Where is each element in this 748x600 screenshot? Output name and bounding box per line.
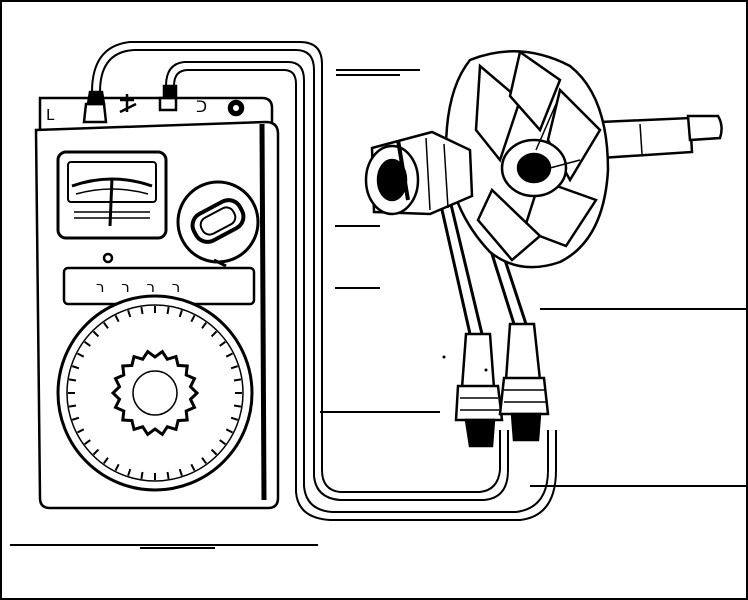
dial-tick [190, 315, 196, 323]
multimeter [34, 84, 280, 510]
dial-tick [103, 322, 109, 329]
meter-mark-left: L [46, 106, 55, 124]
dial-tick [77, 352, 85, 358]
dial-tick [219, 341, 226, 347]
meter-mark-symbol [119, 94, 137, 114]
dial-tick [103, 457, 109, 464]
terminal-b [158, 96, 178, 112]
dial-tick [84, 439, 91, 445]
dial-tick [230, 416, 239, 421]
dial-tick [127, 468, 132, 477]
dial-tick [68, 404, 77, 408]
dial-tick [77, 428, 85, 434]
rotor-assembly [364, 49, 723, 269]
dial-tick [166, 306, 170, 315]
rotor-shaft [598, 116, 694, 160]
dial-tick [166, 471, 170, 480]
speck [484, 368, 488, 372]
mode-strip-marks: ר ר ר ר [96, 278, 186, 296]
dial-tick [114, 315, 120, 323]
dial-tick [225, 428, 233, 434]
dial-tick [127, 309, 132, 318]
dial-tick [201, 322, 207, 329]
dial-ticks [68, 306, 242, 480]
dial-tick [210, 448, 218, 456]
dial-tick [178, 309, 183, 318]
dial-tick [219, 439, 226, 445]
probe-left [436, 191, 504, 448]
meter-mark-right: ᑐ [196, 98, 207, 116]
dial-tick [92, 330, 100, 338]
dial-tick [230, 365, 239, 370]
dial-tick [190, 463, 196, 471]
dial-tick [68, 378, 77, 382]
dial-tick [210, 330, 218, 338]
dial-tick [92, 448, 100, 456]
dial-tick [71, 416, 80, 421]
dial-tick [71, 365, 80, 370]
dial-tick [201, 457, 207, 464]
dial-tick [84, 341, 91, 347]
dial-tick [233, 378, 242, 382]
speck [442, 355, 446, 359]
dial-tick [233, 404, 242, 408]
background-lines [10, 69, 748, 549]
dial-tick [178, 468, 183, 477]
dial-tick [225, 352, 233, 358]
test-leads [91, 41, 557, 521]
dial-tick [140, 306, 144, 315]
terminal-a [82, 102, 108, 124]
dial-tick [140, 471, 144, 480]
dial-tick [114, 463, 120, 471]
